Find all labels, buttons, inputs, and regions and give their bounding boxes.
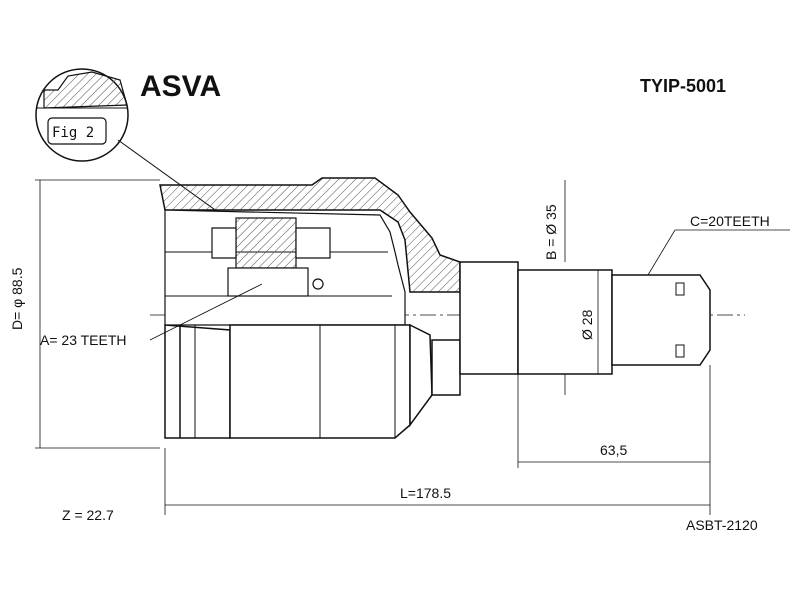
spline-b-label: B = Ø 35 — [543, 204, 559, 260]
shaft-diameter-label: Ø 28 — [579, 309, 595, 340]
spline-a-label: A= 23 TEETH — [40, 332, 127, 348]
part-number: TYIP-5001 — [640, 76, 726, 96]
housing-body — [164, 323, 461, 439]
spline-b-dimension: B = Ø 35 — [543, 180, 566, 395]
total-length-label: L=178.5 — [400, 485, 451, 501]
spline-c-callout: C=20TEETH — [647, 213, 790, 276]
spline-c-label: C=20TEETH — [690, 213, 770, 229]
fig-label: Fig 2 — [52, 125, 94, 141]
spline-a-callout: A= 23 TEETH — [40, 283, 263, 348]
diameter-d-dimension: D= φ 88.5 — [9, 179, 160, 449]
shaft-length-label: 63,5 — [600, 442, 627, 458]
total-length-dimension: L=178.5 — [164, 448, 710, 515]
z-value-label: Z = 22.7 — [62, 507, 114, 523]
cross-reference: ASBT-2120 — [686, 517, 758, 533]
fig-inset: Fig 2 — [35, 68, 319, 285]
outer-diameter-label: D= φ 88.5 — [9, 267, 25, 330]
shaft-length-dimension: 63,5 — [517, 365, 711, 515]
shaft — [459, 261, 711, 375]
shaft-diameter-dimension: Ø 28 — [579, 270, 599, 374]
brand-title: ASVA — [140, 70, 221, 103]
housing-section — [159, 177, 461, 326]
